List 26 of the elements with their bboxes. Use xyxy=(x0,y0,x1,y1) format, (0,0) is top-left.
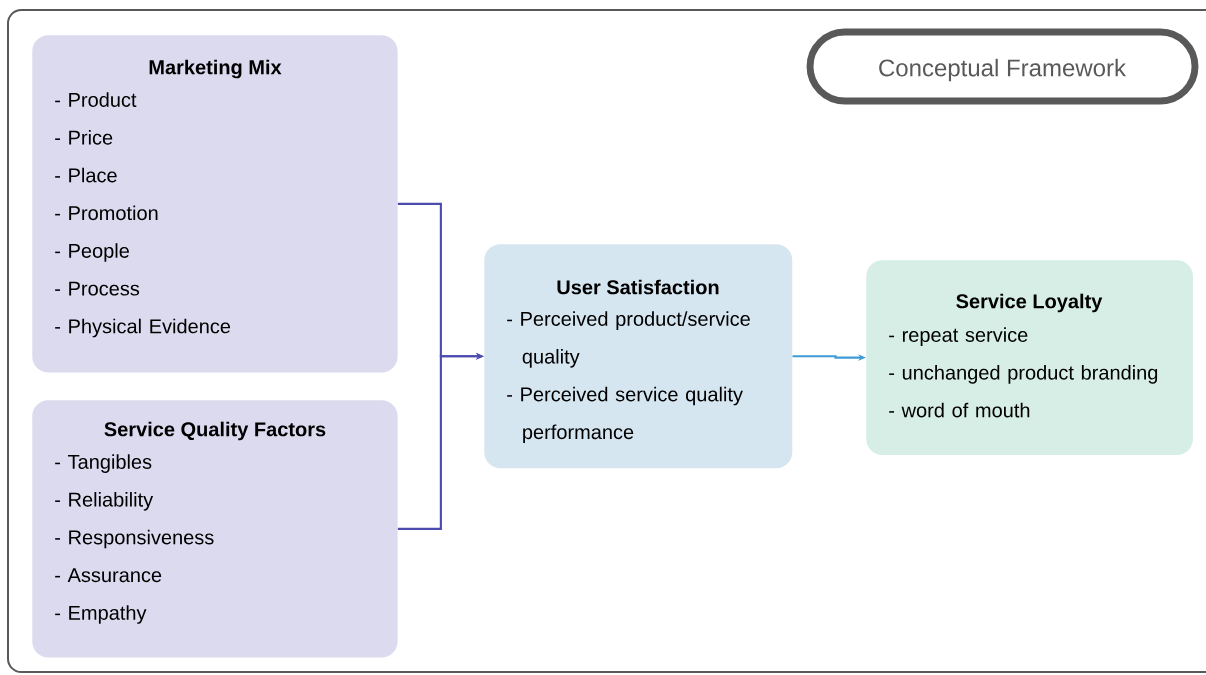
list-item: - Product xyxy=(55,92,137,107)
list-item: - Perceived product/service quality xyxy=(507,311,750,368)
content-box xyxy=(866,260,1193,455)
box-heading: Marketing Mix xyxy=(149,59,282,79)
list-item: - Physical Evidence xyxy=(55,318,231,338)
list-item: - Promotion xyxy=(55,205,158,221)
list-item: - Empathy xyxy=(55,605,147,624)
box-heading: User Satisfaction xyxy=(557,279,719,295)
list-item: - Process xyxy=(55,281,140,296)
title-box: Conceptual Framework xyxy=(806,28,1199,105)
box-heading: Service Loyalty xyxy=(956,293,1103,313)
list-item: - Responsiveness xyxy=(55,529,214,549)
list-item: - Reliability xyxy=(55,492,154,511)
list-item: - Tangibles xyxy=(55,454,152,473)
content-box xyxy=(32,35,398,373)
list-item: - Perceived service quality performance xyxy=(507,386,743,444)
list-item: - repeat service xyxy=(889,327,1028,346)
content-box xyxy=(32,400,398,658)
list-item: - unchanged product branding xyxy=(889,365,1158,384)
list-item: - Place xyxy=(55,167,117,183)
list-item: - Price xyxy=(55,130,113,145)
list-item: - Assurance xyxy=(55,568,162,583)
box-heading: Service Quality Factors xyxy=(104,421,326,441)
content-box xyxy=(484,244,793,469)
list-item: - word of mouth xyxy=(889,402,1030,418)
list-item: - People xyxy=(55,243,129,262)
